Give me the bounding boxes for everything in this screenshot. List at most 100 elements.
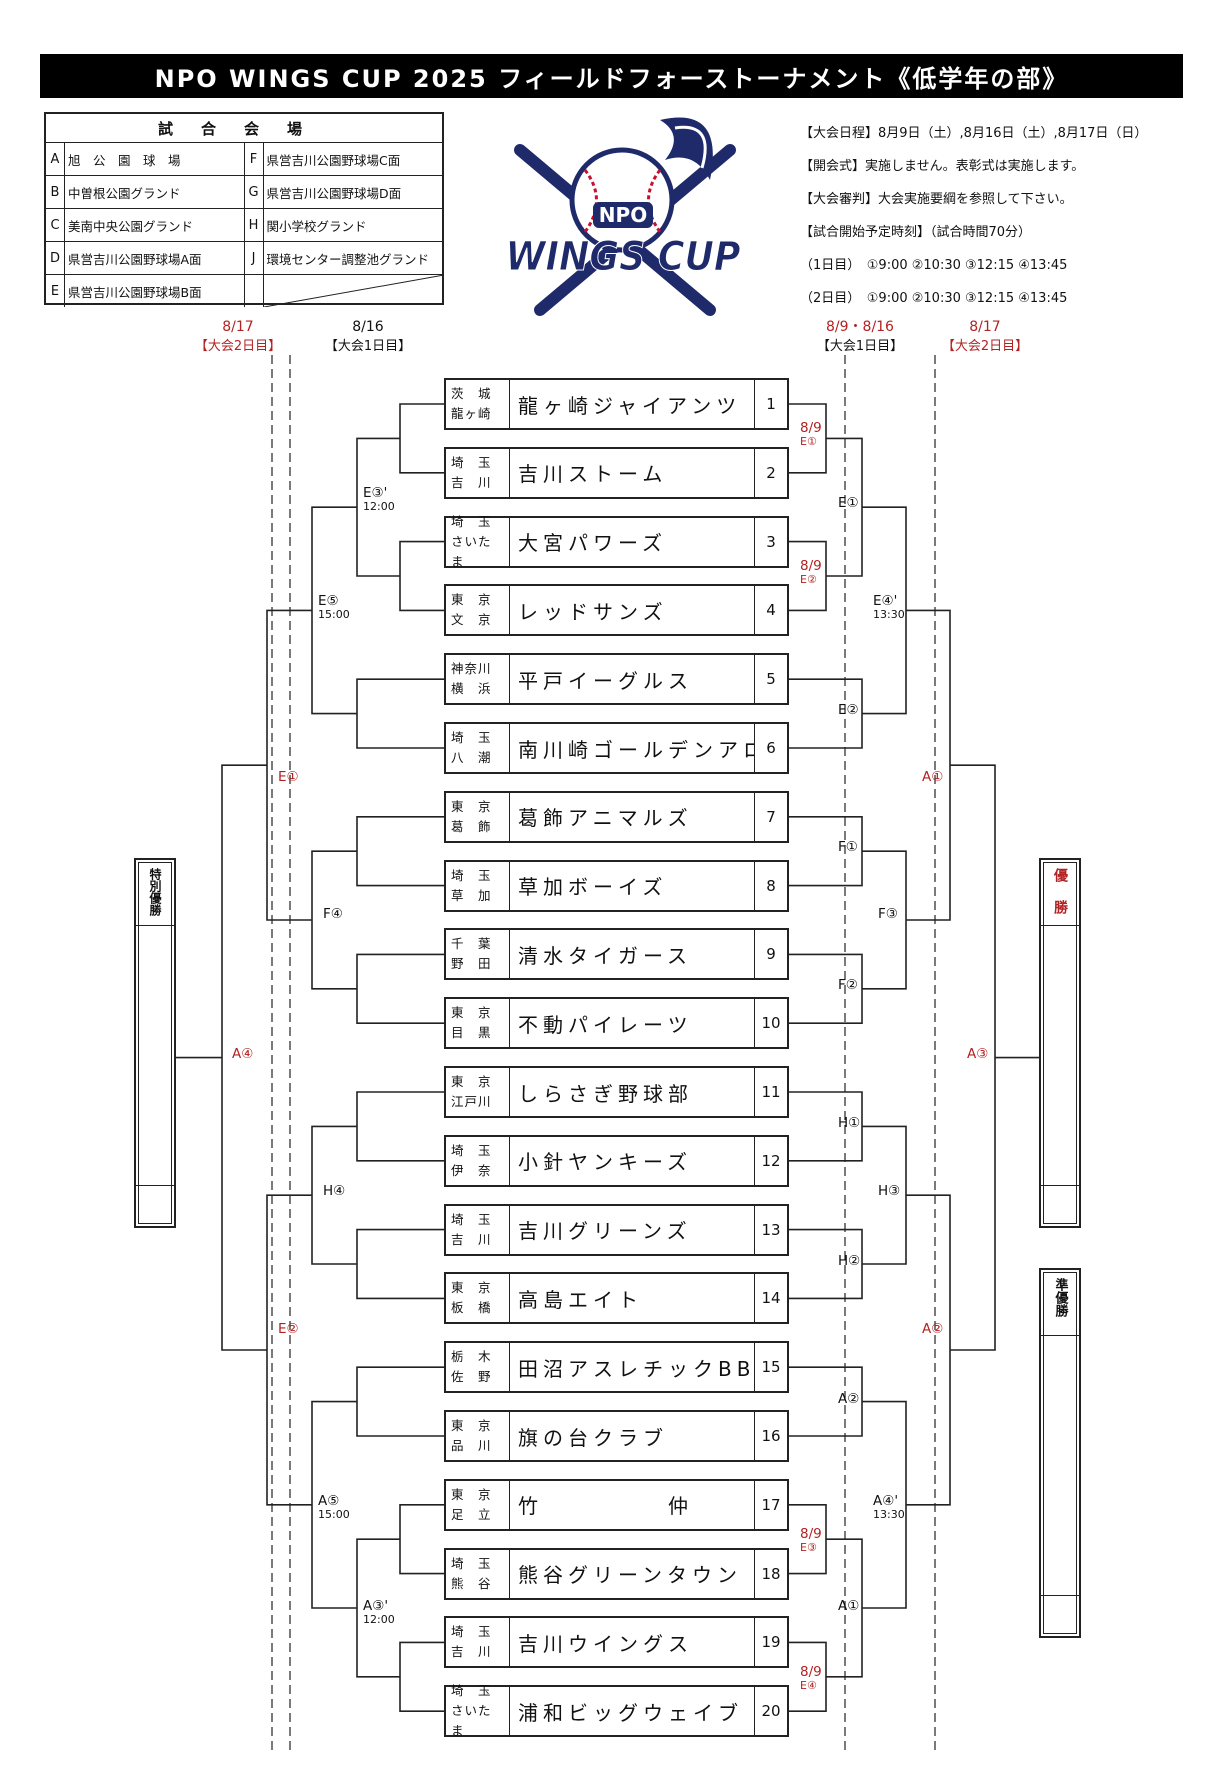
team-prefecture: 埼 玉 — [451, 867, 492, 883]
team-city: さいたま — [451, 1703, 492, 1739]
team-number: 11 — [761, 1083, 781, 1101]
venue-name: 県営吉川公園野球場A面 — [68, 251, 202, 267]
team-prefecture: 東 京 — [451, 1005, 492, 1021]
team-name: レッドサンズ — [510, 586, 755, 635]
award-special-text: 特別優勝 — [148, 868, 162, 916]
team-city: 佐 野 — [451, 1369, 492, 1385]
team-location: 神奈川横 浜 — [446, 655, 510, 704]
info-opening: 【開会式】実施しません。表彰式は実施します。 — [800, 159, 1085, 174]
team-city: 江戸川 — [451, 1094, 492, 1109]
team-prefecture: 埼 玉 — [451, 454, 492, 470]
team-number: 7 — [766, 807, 776, 826]
award-champion-label: 優勝 — [1041, 868, 1079, 937]
date-label-right-inner: 8/9・8/16【大会1日目】 — [816, 319, 904, 354]
team-location: 茨 城龍ヶ崎 — [446, 380, 510, 428]
match-label-a3-left: A③'12:00 — [363, 1598, 395, 1626]
venue-key: B — [46, 176, 65, 208]
info-day2-times: （2日目） ①9:00 ②10:30 ③12:15 ④13:45 — [800, 291, 1068, 306]
match-label-a3-red: A③ — [967, 1046, 989, 1062]
team-number: 9 — [766, 945, 776, 964]
award-box-runner-up: 準優勝 — [1039, 1268, 1081, 1638]
date-label-right-outer: 8/17【大会2日目】 — [941, 319, 1029, 354]
bracket-line — [906, 609, 951, 921]
match-label-a1-red: A① — [922, 769, 944, 785]
bracket-line — [356, 953, 444, 1024]
team-location: 埼 玉八 潮 — [446, 724, 510, 772]
team-number: 20 — [761, 1702, 781, 1721]
team-city: 熊 谷 — [451, 1575, 492, 1591]
team-prefecture: 東 京 — [451, 592, 492, 608]
match-label-f3: F③ — [878, 906, 898, 922]
award-special-label: 特別優勝 — [136, 868, 174, 919]
team-box: 東 京文 京レッドサンズ 4 — [444, 584, 789, 637]
team-name: 浦和ビッグウェイブ — [510, 1687, 755, 1736]
team-name: 平戸イーグルス — [510, 655, 755, 704]
venue-key: F — [245, 143, 264, 175]
team-city: 八 潮 — [451, 750, 492, 765]
match-label-e1-red: E① — [278, 769, 299, 785]
team-location: 東 京板 橋 — [446, 1274, 510, 1323]
team-name: 吉川ウイングス — [510, 1618, 755, 1667]
team-number: 12 — [761, 1151, 781, 1170]
team-number: 4 — [766, 601, 776, 620]
team-location: 埼 玉吉 川 — [446, 1618, 510, 1667]
team-prefecture: 埼 玉 — [451, 730, 492, 745]
team-location: 埼 玉さいたま — [446, 1683, 510, 1738]
team-name: しらさぎ野球部 — [510, 1068, 755, 1116]
team-prefecture: 東 京 — [451, 1280, 492, 1296]
match-label-a4-red: A④ — [232, 1046, 254, 1062]
team-number: 5 — [766, 670, 776, 689]
team-box: 埼 玉八 潮南川崎ゴールデンアロー6 — [444, 722, 789, 774]
team-name: 吉川ストーム — [510, 448, 755, 497]
team-prefecture: 東 京 — [451, 1486, 492, 1502]
bracket-line — [399, 540, 444, 612]
team-location: 埼 玉伊 奈 — [446, 1136, 510, 1185]
team-prefecture: 東 京 — [451, 1074, 492, 1089]
logo-main-text: WINGS CUP — [506, 234, 741, 280]
info-umpires: 【大会審判】大会実施要綱を参照して下さい。 — [800, 192, 1073, 207]
award-box-special: 特別優勝 — [134, 858, 176, 1228]
team-location: 千 葉野 田 — [446, 930, 510, 979]
team-number: 18 — [761, 1564, 781, 1583]
bracket-line — [399, 1641, 444, 1712]
team-name: 草加ボーイズ — [510, 861, 755, 910]
team-number: 16 — [761, 1427, 781, 1445]
venue-key: E — [46, 275, 65, 307]
team-location: 東 京目 黒 — [446, 999, 510, 1048]
team-location: 東 京江戸川 — [446, 1068, 510, 1116]
info-schedule: 【大会日程】8月9日（土）,8月16日（土）,8月17日（日） — [800, 126, 1148, 141]
team-name: 田沼アスレチックBBC — [510, 1343, 755, 1392]
team-name: 南川崎ゴールデンアロー — [510, 724, 755, 772]
team-city: 目 黒 — [451, 1025, 492, 1041]
team-box: 神奈川横 浜平戸イーグルス 5 — [444, 653, 789, 706]
match-label-e2-red: E② — [278, 1321, 299, 1337]
venue-name: 環境センター調整池グランド — [266, 251, 430, 267]
team-prefecture: 埼 玉 — [451, 1624, 492, 1640]
bracket-line — [356, 1091, 444, 1162]
info-day1-times: （1日目） ①9:00 ②10:30 ③12:15 ④13:45 — [800, 258, 1068, 273]
team-location: 埼 玉吉 川 — [446, 448, 510, 497]
team-number: 15 — [761, 1358, 781, 1377]
team-location: 東 京文 京 — [446, 586, 510, 635]
info-start-times: 【試合開始予定時刻】（試合時間70分） — [800, 225, 1032, 240]
team-location: 埼 玉草 加 — [446, 861, 510, 910]
team-prefecture: 栃 木 — [451, 1349, 492, 1365]
venue-key: J — [245, 242, 264, 274]
bracket-line — [356, 678, 444, 749]
team-city: 横 浜 — [451, 681, 492, 697]
match-label-a4-right: A④'13:30 — [873, 1493, 905, 1521]
